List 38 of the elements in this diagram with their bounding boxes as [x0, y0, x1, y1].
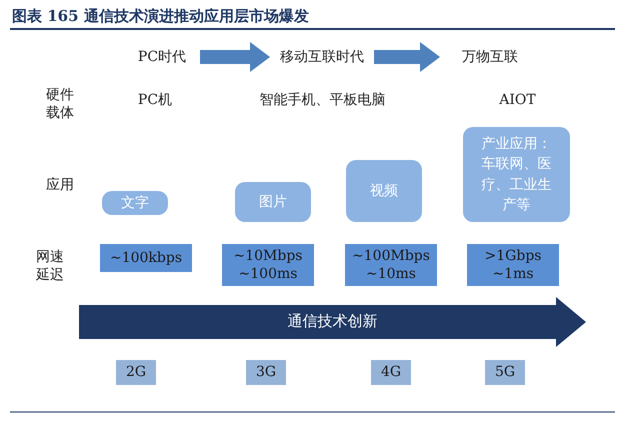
application-box [235, 182, 311, 222]
chart-title: 图表 165 通信技术演进推动应用层市场爆发 [12, 7, 309, 26]
generation-box [371, 360, 411, 385]
era-label: PC时代 [124, 45, 200, 69]
block-arrow [374, 42, 440, 72]
row-label: 应用 [45, 176, 75, 194]
application-box [346, 160, 422, 222]
hardware-label: AIOT [498, 91, 537, 110]
generation-box [485, 360, 525, 385]
network-speed-box [100, 244, 192, 272]
generation-box [246, 360, 286, 385]
box-text: ~100Mbps ~10ms [351, 246, 431, 284]
hardware-label: 智能手机、平板电脑 [258, 91, 386, 110]
box-text: 2G [126, 363, 146, 382]
box-text: ~100kbps [110, 248, 182, 268]
box-text: >1Gbps ~1ms [484, 246, 542, 284]
box-text: 产业应用：车联网、医疗、工业生产等 [480, 134, 552, 215]
box-text: 文字 [121, 194, 149, 213]
row-label: 硬件载体 [45, 86, 75, 122]
application-box [463, 127, 570, 222]
era-label: 移动互联时代 [270, 45, 374, 69]
box-text: 3G [256, 363, 276, 382]
application-box [102, 191, 168, 215]
network-speed-box [467, 244, 559, 286]
generation-box [116, 360, 156, 385]
box-text: ~10Mbps ~100ms [232, 246, 304, 284]
box-text: 5G [494, 363, 516, 382]
box-text: 图片 [259, 192, 287, 212]
block-arrow [200, 42, 270, 72]
box-text: 4G [380, 363, 402, 382]
row-label: 网速延迟 [35, 248, 65, 284]
arrow-label: 通信技术创新 [286, 312, 378, 331]
box-text: 视频 [370, 182, 398, 201]
network-speed-box [345, 244, 437, 286]
innovation-arrow [79, 297, 586, 347]
hardware-label: PC机 [136, 91, 174, 110]
era-label: 万物互联 [440, 45, 540, 69]
network-speed-box [222, 244, 314, 286]
